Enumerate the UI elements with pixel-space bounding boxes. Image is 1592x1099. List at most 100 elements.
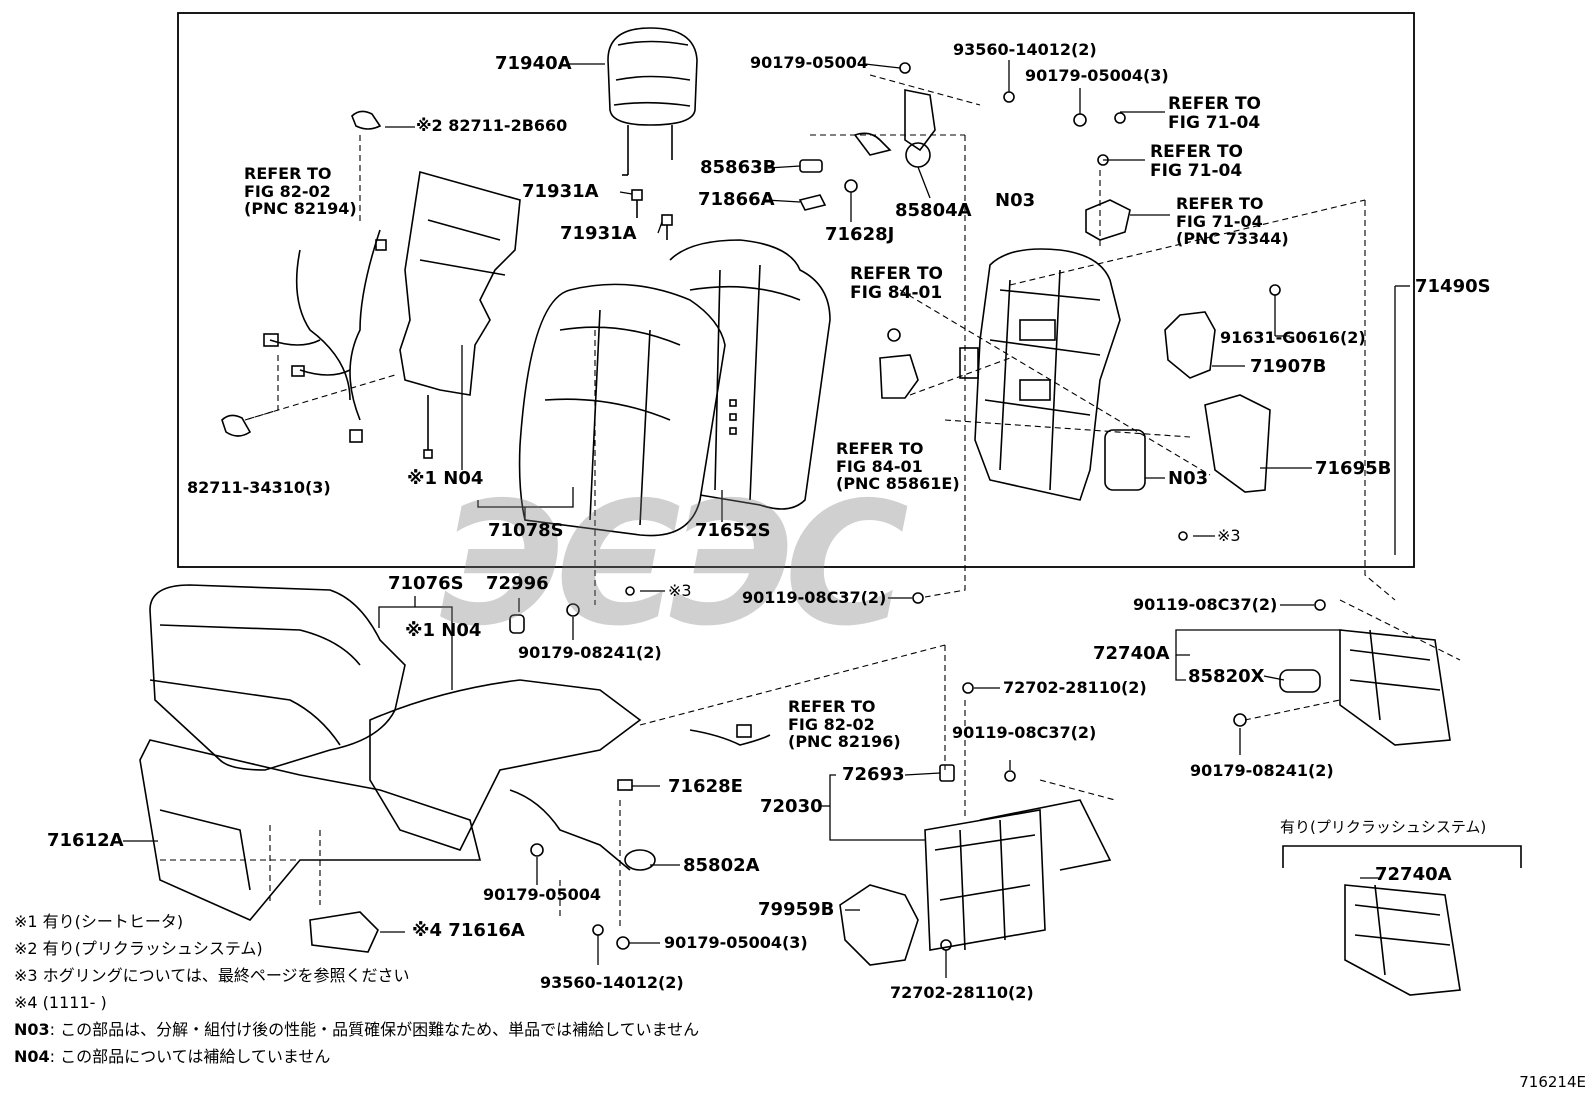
label-72030: 72030: [760, 796, 823, 817]
label-90119-08C37-c: 90119-08C37(2): [952, 723, 1097, 742]
seatback-frame-N03: [959, 248, 1146, 501]
label-N03: N03: [995, 190, 1036, 211]
label-85804A: 85804A: [895, 200, 972, 221]
part-72996: [509, 614, 525, 634]
footnote-N04: N04: この部品については補給していません: [14, 1049, 330, 1065]
wire-85802A: [509, 789, 656, 871]
part-85861E: [879, 354, 919, 399]
part-79959B: [839, 884, 919, 966]
label-71490S: 71490S: [1415, 276, 1491, 297]
label-79959B: 79959B: [758, 899, 835, 920]
label-90179-08241: 90179-08241(2): [518, 643, 662, 662]
part-72693: [939, 764, 955, 782]
footnote-N04-text: : この部品については補給していません: [49, 1047, 331, 1066]
part-71907B: [1164, 311, 1216, 379]
label-85863B: 85863B: [700, 157, 777, 178]
label-82711-2B660: ※2 82711-2B660: [416, 116, 568, 135]
part-71628E: [617, 779, 633, 791]
footnote-4: ※4 (1111- ): [14, 993, 107, 1012]
footnote-1: ※1 有り(シートヒータ): [14, 912, 184, 931]
refer-fig-71-04-b: REFER TO FIG 71-04: [1150, 142, 1243, 181]
label-71866A: 71866A: [698, 189, 775, 210]
support-71931A-b: [661, 214, 673, 240]
label-72693: 72693: [842, 764, 905, 785]
label-85820X: 85820X: [1188, 666, 1265, 687]
label-90119-08C37-b: 90119-08C37(2): [1133, 595, 1278, 614]
label-91631-G0616: 91631-G0616(2): [1220, 328, 1366, 347]
refer-fig-71-04-a: REFER TO FIG 71-04: [1168, 94, 1261, 133]
footnote-N04-code: N04: [14, 1047, 50, 1066]
seat-frame-71612A: [139, 739, 482, 921]
cushion-cover-71076S: [149, 584, 406, 771]
label-71078S: 71078S: [488, 520, 564, 541]
headrest-part: [607, 27, 698, 176]
refer-fig-71-04-c: REFER TO FIG 71-04 (PNC 73344): [1176, 194, 1289, 249]
label-N04-pad: ※1 N04: [407, 468, 484, 489]
label-precrash-group: 有り(プリクラッシュシステム): [1280, 818, 1487, 836]
refer-fig-84-01-a: REFER TO FIG 84-01: [850, 264, 943, 303]
label-82711-34310: 82711-34310(3): [187, 478, 331, 497]
label-71695B: 71695B: [1315, 458, 1392, 479]
footnote-3: ※3 ホグリングについては、最終ページを参照ください: [14, 966, 410, 985]
fasteners: [530, 62, 1326, 951]
precrash-bracket: [1282, 845, 1522, 868]
sheet-id: 716214E: [1519, 1073, 1586, 1091]
footnote-N03-code: N03: [14, 1020, 50, 1039]
part-85863B: [799, 159, 823, 173]
label-71612A: 71612A: [47, 830, 124, 851]
label-71616A: ※4 71616A: [412, 920, 525, 941]
footnote-N03-text: : この部品は、分解・組付け後の性能・品質確保が困難なため、単品では補給していま…: [49, 1020, 700, 1039]
watermark: ЭЄЭС: [440, 466, 909, 664]
label-72702-28110: 72702-28110(2): [1003, 678, 1147, 697]
recliner-85804A: [853, 89, 936, 168]
label-71076S: 71076S: [388, 573, 464, 594]
label-71940A: 71940A: [495, 53, 572, 74]
dashed-lines: [160, 74, 1461, 930]
refer-fig-84-01-b: REFER TO FIG 84-01 (PNC 85861E): [836, 439, 960, 494]
refer-fig-82-02-a: REFER TO FIG 82-02 (PNC 82194): [244, 164, 357, 219]
label-90179-05004: 90179-05004: [750, 53, 868, 72]
label-90119-08C37: 90119-08C37(2): [742, 588, 887, 607]
footnote-2: ※2 有り(プリクラッシュシステム): [14, 939, 263, 958]
label-85802A: 85802A: [683, 855, 760, 876]
label-71907B: 71907B: [1250, 356, 1327, 377]
wire-harness-82194: [221, 110, 387, 443]
assembly-71490S-frame: [177, 12, 1415, 568]
footnote-N03: N03: この部品は、分解・組付け後の性能・品質確保が困難なため、単品では補給し…: [14, 1022, 699, 1038]
label-90179-05004-3: 90179-05004(3): [1025, 66, 1169, 85]
part-71628J: [844, 179, 858, 193]
part-71866A: [798, 194, 827, 211]
label-90179-05004-b: 90179-05004: [483, 885, 601, 904]
recliner-72740A-precrash: [1344, 884, 1461, 996]
label-N04-cushion: ※1 N04: [405, 620, 482, 641]
leader-lines: [123, 60, 1410, 978]
label-72702-28110-b: 72702-28110(2): [890, 983, 1034, 1002]
label-N03-b: N03: [1168, 468, 1209, 489]
support-71931A: [631, 189, 643, 218]
label-93560-14012: 93560-14012(2): [953, 40, 1097, 59]
label-hog-ring-3: ※3: [1217, 526, 1241, 545]
seatback-pad-71652S: [669, 239, 831, 510]
label-90179-05004-3b: 90179-05004(3): [664, 933, 808, 952]
seatback-pad-N04: [399, 170, 521, 459]
label-hog-ring-3b: ※3: [668, 581, 692, 600]
refer-fig-82-02-b: REFER TO FIG 82-02 (PNC 82196): [788, 697, 901, 752]
cushion-pad-N04: [369, 679, 642, 851]
part-71695B: [1204, 394, 1271, 493]
label-93560-14012-b: 93560-14012(2): [540, 973, 684, 992]
label-72740A: 72740A: [1093, 643, 1170, 664]
label-71628E: 71628E: [668, 776, 743, 797]
label-71931A-b: 71931A: [560, 223, 637, 244]
harness-82196: [689, 724, 771, 746]
label-72740A-b: 72740A: [1375, 864, 1452, 885]
recliner-72740A: [1279, 629, 1451, 746]
label-72996: 72996: [486, 573, 549, 594]
label-90179-08241-b: 90179-08241(2): [1190, 761, 1334, 780]
label-71628J: 71628J: [825, 224, 895, 245]
hog-ring-icon: [625, 531, 1188, 596]
seat-track-72030: [924, 799, 1112, 951]
part-bracket-refer: [1085, 199, 1131, 241]
label-71652S: 71652S: [695, 520, 771, 541]
part-71616A: [309, 911, 379, 953]
